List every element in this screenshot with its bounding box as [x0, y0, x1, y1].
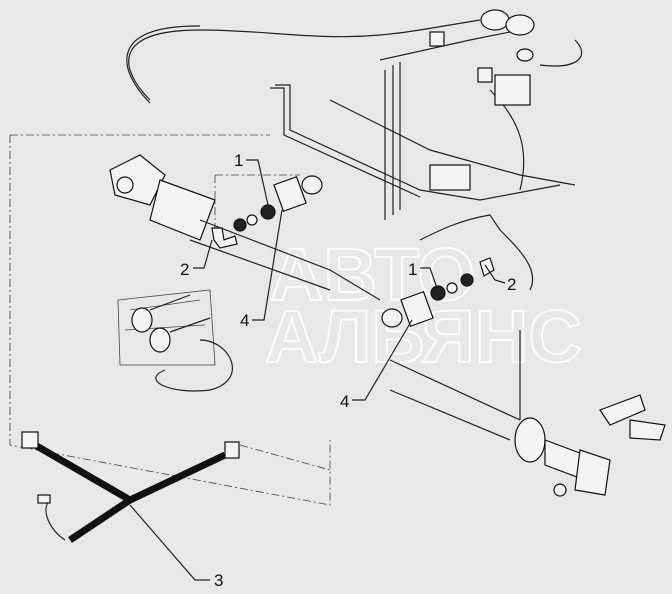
callout-label: 3 [214, 571, 223, 590]
callout-label: 2 [507, 275, 516, 294]
cap-strap-top [539, 39, 583, 67]
watermark-logo [117, 289, 216, 366]
quick-couplers-top [480, 9, 535, 62]
callout-2-right: 2 [484, 264, 516, 294]
quick-couplers-left [131, 294, 233, 392]
callout-label: 4 [240, 311, 249, 330]
hose-top [128, 19, 481, 101]
watermark: АВТО АЛЬЯНС [117, 232, 583, 379]
callout-3: 3 [129, 504, 223, 590]
valve-block-middle [429, 164, 471, 191]
watermark-line1: АВТО [270, 233, 475, 316]
cylinder-left [109, 154, 381, 301]
wiring-harness [21, 431, 240, 543]
callout-4-right: 4 [340, 319, 413, 411]
hose-top-edge [126, 25, 201, 104]
callout-label: 4 [340, 392, 349, 411]
valve-block-top [494, 74, 531, 106]
callout-2-left: 2 [180, 239, 213, 279]
frame-inner [214, 174, 300, 230]
pipes [270, 29, 576, 291]
cap-top-1 [429, 31, 445, 47]
callout-label: 1 [234, 151, 243, 170]
cap-top-2 [477, 67, 493, 83]
frame-left [9, 135, 331, 506]
callout-1-right: 1 [408, 260, 438, 289]
frame-line [10, 134, 331, 471]
solenoid-valve-left [211, 175, 323, 249]
callout-label: 2 [180, 260, 189, 279]
callout-label: 1 [408, 260, 417, 279]
callout-1-left: 1 [234, 151, 269, 206]
callout-4-left: 4 [240, 209, 283, 330]
cylinder-right [389, 330, 666, 497]
